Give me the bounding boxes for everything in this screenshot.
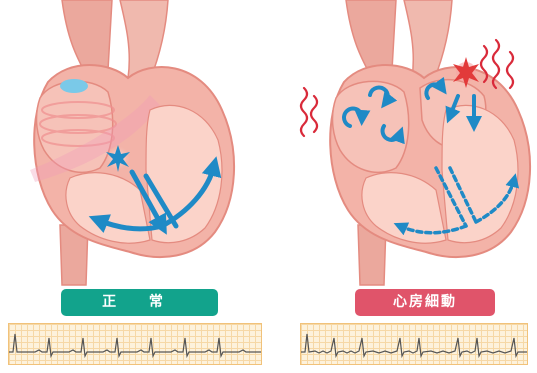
normal-heart [30,0,234,285]
ecg-trace-af [301,324,527,364]
normal-label: 正 常 [61,289,218,316]
af-label: 心房細動 [355,289,495,316]
sinus-node-glow [60,79,88,93]
ecg-trace-normal [9,324,261,364]
ecg-strip-af [300,323,528,365]
ecg-strip-normal [8,323,262,365]
af-heart [301,0,530,285]
